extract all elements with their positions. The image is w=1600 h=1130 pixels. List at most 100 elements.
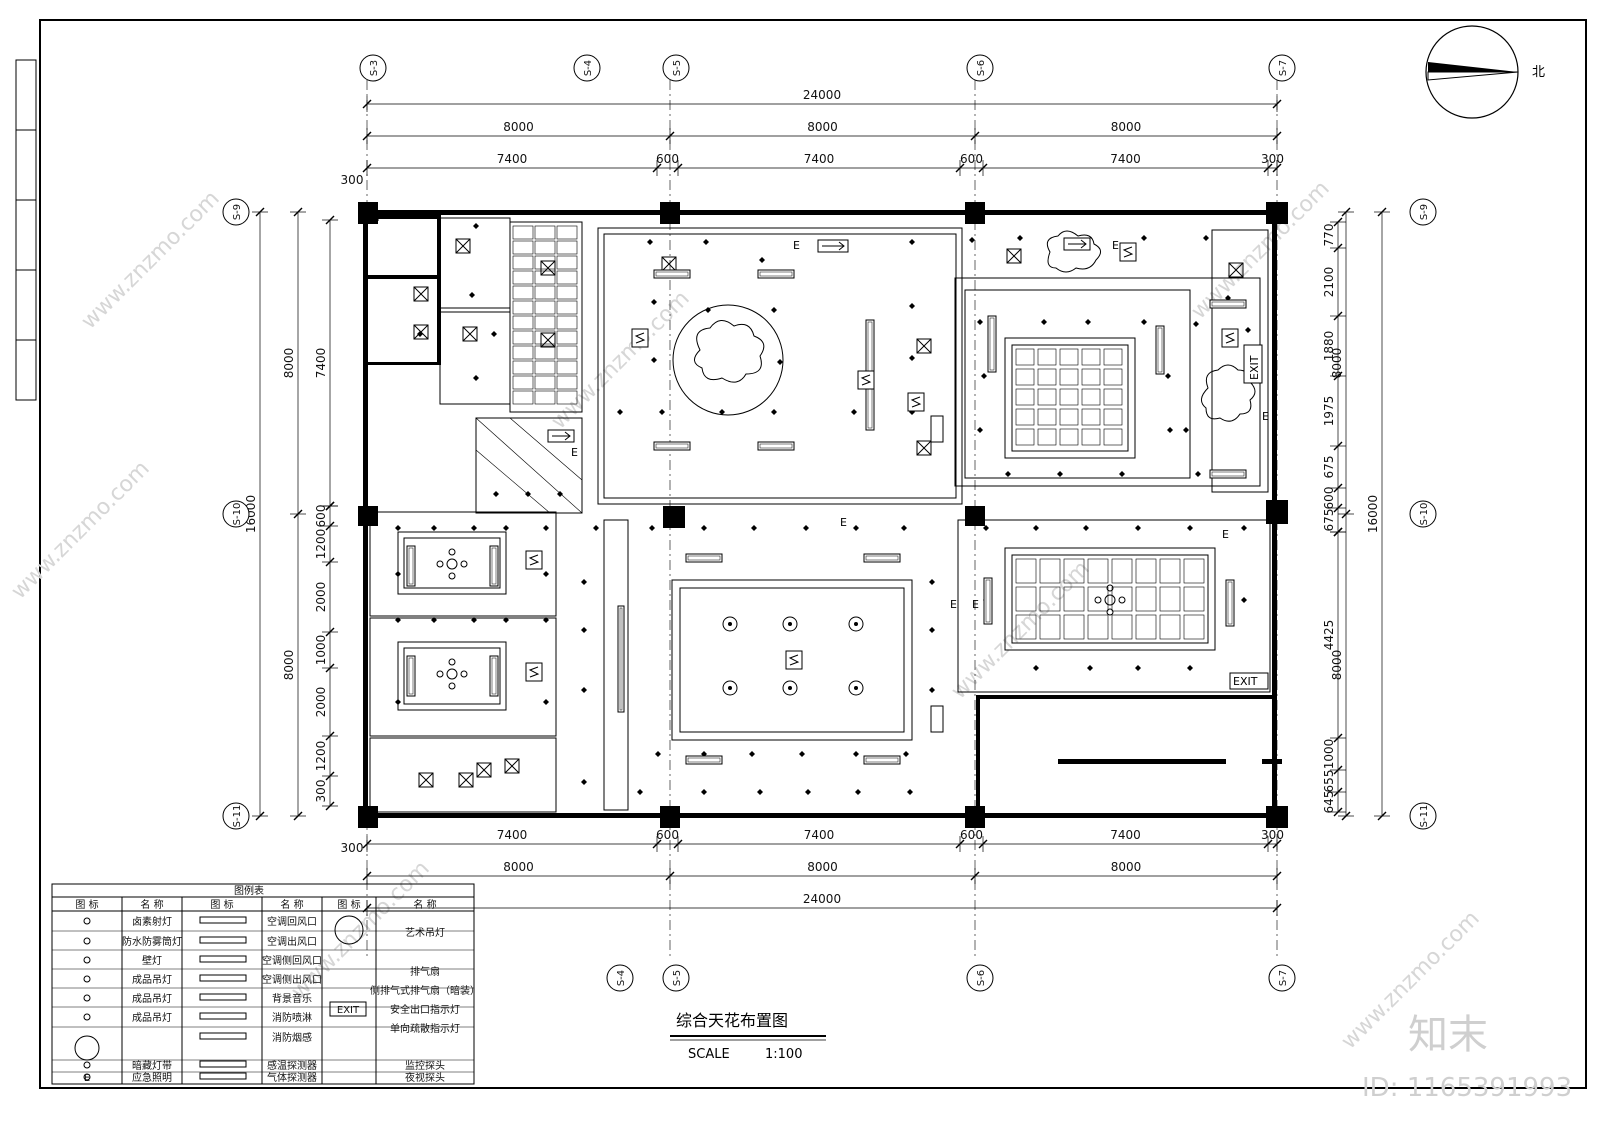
dim-right-half-0: 8000	[1330, 348, 1344, 379]
legend-table: 图例表 图 标名 称图 标名 称图 标名 称卤素射灯防水防雾筒灯壁灯成品吊灯成品…	[51, 883, 480, 1085]
brand-mark: 知末	[1408, 1012, 1488, 1058]
legend-col1-3: 成品吊灯	[132, 974, 172, 986]
legend-col3-4: 单向疏散指示灯	[390, 1022, 460, 1035]
halogen-spotlight	[471, 525, 477, 531]
legend-col1-0: 卤素射灯	[132, 915, 172, 928]
legend-header-4: 图 标	[337, 899, 360, 911]
air-vent	[757, 441, 795, 451]
legend-col2-3: 空调侧出风口	[262, 973, 322, 986]
legend-col3-2: 侧排气式排气扇（暗装）	[370, 984, 480, 997]
legend-exit-symbol: EXIT	[337, 1005, 360, 1016]
cloud-motifs	[672, 230, 1256, 422]
air-vent	[406, 655, 416, 697]
halogen-spotlight	[617, 409, 623, 415]
dim-top-sub-3: 600	[960, 152, 983, 166]
halogen-spotlight	[659, 409, 665, 415]
halogen-spotlight	[431, 617, 437, 623]
axis-bottom-0: S-4	[616, 970, 627, 986]
halogen-spotlight	[757, 789, 763, 795]
exhaust-fan	[462, 326, 478, 342]
exhaust-fan	[1228, 262, 1244, 278]
exhaust-fan	[418, 772, 434, 788]
halogen-spotlight	[395, 617, 401, 623]
exhaust-fan	[413, 286, 429, 302]
dim-left-lower-0: 600	[314, 505, 328, 528]
halogen-spotlight	[469, 292, 475, 298]
legend-col3-0: 艺术吊灯	[405, 927, 445, 939]
air-vent	[863, 553, 901, 563]
exhaust-fan	[540, 260, 556, 276]
halogen-spotlight	[909, 303, 915, 309]
halogen-spotlight	[1165, 373, 1171, 379]
halogen-spotlight	[759, 257, 765, 263]
axis-top-3: S-6	[976, 60, 987, 76]
halogen-spotlight	[1241, 597, 1247, 603]
art-chandelier	[1104, 594, 1116, 606]
halogen-spotlight	[525, 491, 531, 497]
halogen-spotlight	[1085, 319, 1091, 325]
halogen-spotlight	[701, 789, 707, 795]
dim-left-half-0: 8000	[282, 348, 296, 379]
dim-top-sub-2: 7400	[804, 152, 835, 166]
exhaust-fan	[540, 332, 556, 348]
halogen-spotlight	[929, 579, 935, 585]
halogen-spotlight	[1083, 525, 1089, 531]
dim-left-upper-0: 7400	[314, 348, 328, 379]
halogen-spotlight	[703, 239, 709, 245]
legend-col1-6: 暗藏灯带	[132, 1059, 172, 1072]
north-arrow: 北	[1425, 25, 1545, 119]
axis-right-1: S-10	[1419, 503, 1430, 526]
legend-col2-6: 消防烟感	[272, 1031, 312, 1044]
legend-col2-5: 消防喷淋	[272, 1011, 312, 1024]
halogen-spotlight	[909, 355, 915, 361]
exhaust-fan	[504, 758, 520, 774]
halogen-spotlight	[719, 409, 725, 415]
dim-top-sub-5: 300	[1261, 152, 1284, 166]
axis-top-4: S-7	[1278, 60, 1289, 76]
axis-left-0: S-9	[232, 204, 243, 220]
ceiling-grid	[475, 225, 1205, 640]
legend-header-3: 名 称	[280, 898, 303, 911]
air-vent	[685, 755, 723, 765]
axis-right-2: S-11	[1419, 805, 1430, 828]
halogen-spotlight	[977, 427, 983, 433]
axis-bottom-2: S-6	[976, 970, 987, 986]
exit-sign-1: EXIT	[1248, 355, 1261, 380]
dim-top-bay-2: 8000	[1111, 120, 1142, 134]
e-marker-1: E	[793, 239, 800, 252]
dim-top-bay-0: 8000	[503, 120, 534, 134]
legend-col1-2: 壁灯	[142, 954, 162, 967]
pendant-light	[722, 680, 738, 696]
dim-bottom-bay-0: 8000	[503, 860, 534, 874]
air-vent	[653, 441, 691, 451]
exhaust-fan	[916, 440, 932, 456]
exhaust-fan	[458, 772, 474, 788]
exhaust-fan	[413, 324, 429, 340]
halogen-spotlight	[651, 357, 657, 363]
halogen-spotlight	[1193, 321, 1199, 327]
halogen-spotlight	[805, 789, 811, 795]
title-strip	[15, 59, 37, 401]
dim-bottom-sub-2: 7400	[804, 828, 835, 842]
legend-col2-7: 感温探测器	[267, 1059, 317, 1072]
halogen-spotlight	[907, 789, 913, 795]
legend-col3-5: 监控探头	[405, 1059, 445, 1072]
air-vent	[489, 655, 499, 697]
air-vent	[406, 545, 416, 587]
legend-col3-3: 安全出口指示灯	[390, 1003, 460, 1016]
air-vent	[757, 269, 795, 279]
halogen-spotlight	[431, 525, 437, 531]
halogen-spotlight	[901, 525, 907, 531]
halogen-spotlight	[491, 331, 497, 337]
halogen-spotlight	[909, 239, 915, 245]
halogen-spotlight	[803, 525, 809, 531]
dim-top-sub-4: 7400	[1110, 152, 1141, 166]
halogen-spotlight	[473, 375, 479, 381]
room-outlines	[369, 217, 1271, 813]
halogen-spotlight	[493, 491, 499, 497]
halogen-spotlight	[1087, 665, 1093, 671]
drawing-title-block: 综合天花布置图 SCALE 1:100	[670, 1011, 826, 1062]
walls	[358, 202, 1288, 828]
legend-header-5: 名 称	[413, 898, 436, 911]
halogen-spotlight	[1187, 665, 1193, 671]
